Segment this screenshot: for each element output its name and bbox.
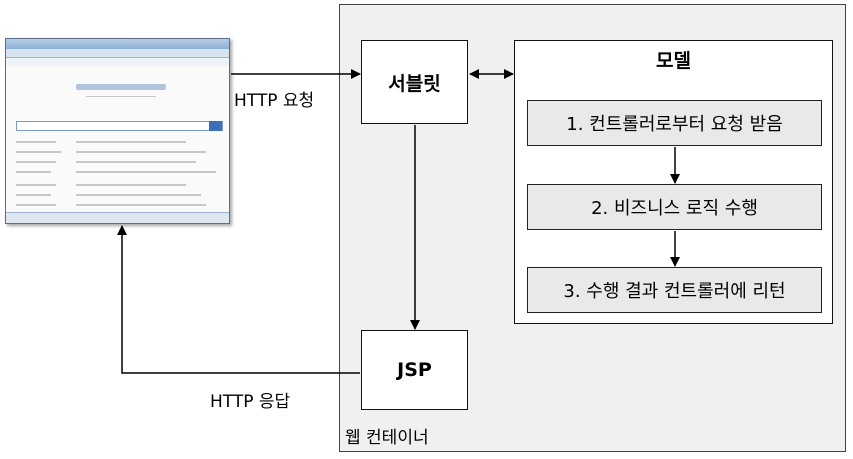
jsp-box: JSP [361, 330, 468, 410]
response-arrow [117, 225, 360, 374]
web-browser-icon [5, 38, 230, 224]
model-step-2: 2. 비즈니스 로직 수행 [527, 184, 822, 230]
http-request-label: HTTP 요청 [234, 91, 315, 111]
web-container-label: 웹 컨테이너 [345, 428, 429, 448]
model-step-1: 1. 컨트롤러로부터 요청 받음 [527, 100, 822, 146]
servlet-box: 서블릿 [361, 40, 468, 124]
model-title: 모델 [656, 50, 691, 72]
http-response-label: HTTP 응답 [210, 392, 291, 412]
model-step-3: 3. 수행 결과 컨트롤러에 리턴 [527, 267, 822, 313]
